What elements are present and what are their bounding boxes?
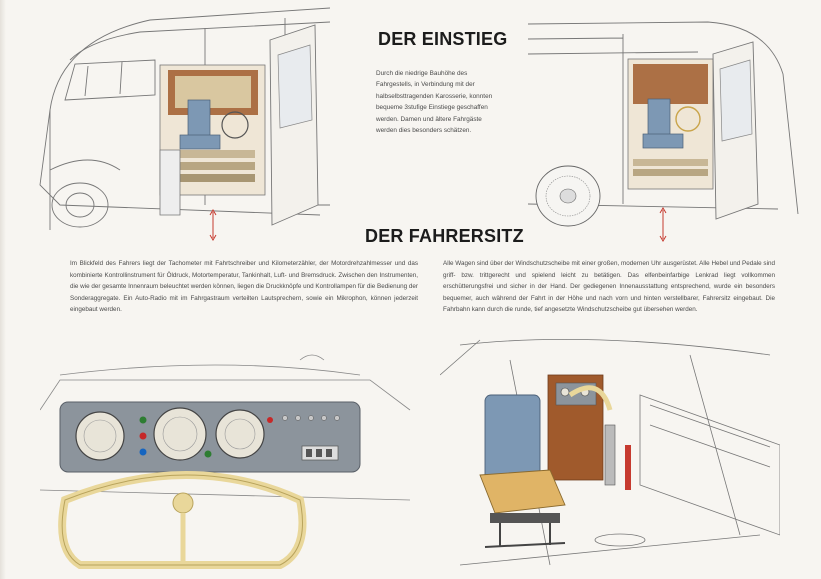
- bus-entrance-illustration-left: [39, 7, 330, 241]
- body-text-column-2: Alle Wagen sind über der Windschutzschei…: [443, 260, 775, 314]
- heading-einstieg: DER EINSTIEG: [378, 29, 508, 49]
- driver-seat-illustration: [440, 338, 780, 566]
- dashboard-illustration: [40, 354, 411, 569]
- bus-entrance-illustration-right: [528, 21, 799, 242]
- intro-paragraph: Durch die niedrige Bauhöhe des Fahrgeste…: [376, 70, 493, 135]
- heading-fahrersitz: DER FAHRERSITZ: [365, 226, 524, 246]
- page-fold: [0, 0, 6, 579]
- body-text-column-1: Im Blickfeld des Fahrers liegt der Tacho…: [70, 260, 418, 314]
